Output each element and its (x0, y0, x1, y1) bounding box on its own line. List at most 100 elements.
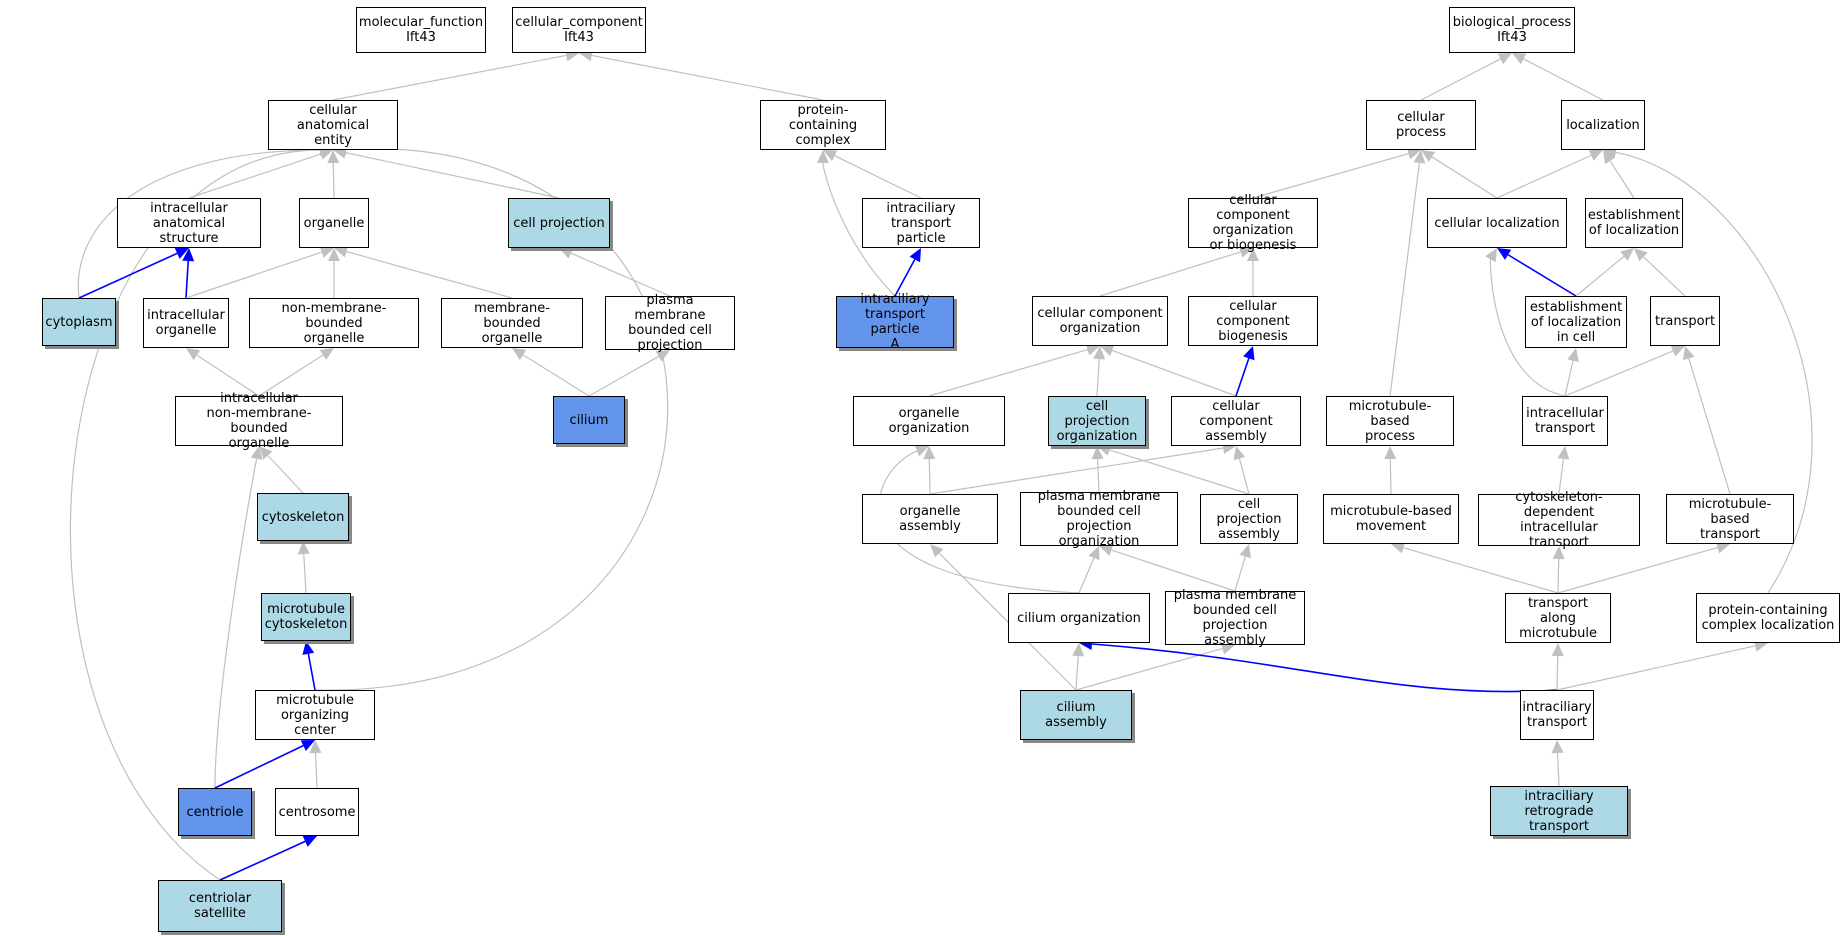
node-intraciliary-transport-particle-a[interactable]: intraciliary transport particle A (836, 292, 954, 352)
node-cell-projection-assembly[interactable]: cell projection assembly (1200, 494, 1298, 544)
arrowhead-tam-to-mtbm (1391, 541, 1406, 554)
arrowhead-cco-to-ccob (1238, 246, 1253, 258)
node-cellular-anatomical-entity[interactable]: cellular anatomical entity (268, 100, 398, 150)
edge-cytoskel-to-inmbo (267, 455, 304, 494)
node-non-membrane-bounded-organelle[interactable]: non-membrane-bounded organelle (249, 298, 419, 348)
node-intracellular-anatomical-structure[interactable]: intracellular anatomical structure (117, 198, 261, 248)
node-membrane-bounded-organelle[interactable]: membrane-bounded organelle (441, 298, 583, 348)
node-organelle[interactable]: organelle (299, 198, 369, 248)
arrowhead-pmbcpo-to-cporg (1091, 446, 1104, 460)
node-protein-containing-complex-localization[interactable]: protein-containing complex localization (1696, 593, 1840, 643)
edge-mtoc-to-mtcyto (307, 653, 316, 691)
node-cilium-assembly[interactable]: cilium assembly (1020, 690, 1132, 740)
arrowhead-transport-to-estloc (1634, 248, 1648, 262)
node-microtubule-cytoskeleton[interactable]: microtubule cytoskeleton (261, 593, 351, 641)
arrowhead-cca-to-cco (1100, 344, 1115, 357)
edge-pmbcpa-to-cpa (1234, 556, 1246, 592)
node-cytoskeleton-dependent-intracellular-transport[interactable]: cytoskeleton-dependent intracellular tra… (1478, 490, 1640, 550)
arrowhead-cpa-to-cca (1233, 446, 1246, 461)
edge-itpa-to-itp (894, 259, 916, 297)
node-molecular-function[interactable]: molecular_function Ift43 (356, 7, 486, 53)
edge-censat-to-cae (69, 149, 321, 881)
node-intraciliary-transport-particle[interactable]: intraciliary transport particle (862, 198, 980, 248)
node-microtubule-based-process[interactable]: microtubule-based process (1326, 396, 1454, 446)
node-transport-along-microtubule[interactable]: transport along microtubule (1505, 593, 1611, 643)
edge-inmbo-to-intorg (196, 354, 260, 397)
edge-pmbcpa-to-pmbcpo (1111, 549, 1236, 592)
edge-local-to-bp_root (1523, 58, 1604, 101)
node-cellular-component-biogenesis[interactable]: cellular component biogenesis (1188, 296, 1318, 346)
arrowhead-pmbcp-to-cellproj (559, 247, 574, 259)
node-cell-projection-organization[interactable]: cell projection organization (1048, 396, 1146, 446)
node-plasma-membrane-bounded-cell-projection-organization[interactable]: plasma membrane bounded cell projection … (1020, 489, 1178, 549)
arrowhead-cilorg-to-orgorg (914, 445, 929, 457)
arrowhead-centrosome-to-mtoc (309, 740, 322, 754)
arrowhead-cilasm-to-orgasm (930, 544, 944, 558)
node-cellular-localization[interactable]: cellular localization (1427, 198, 1567, 248)
node-localization[interactable]: localization (1561, 100, 1645, 150)
arrowhead-estloc-to-local (1603, 150, 1616, 165)
node-centriole[interactable]: centriole (178, 788, 252, 836)
edge-mtcyto-to-cytoskel (303, 553, 307, 594)
edge-cytoplasm-to-cae (77, 149, 321, 299)
edge-transport-to-estloc (1643, 256, 1686, 297)
arrowhead-cilium-to-pmbcp (655, 350, 670, 362)
node-intracellular-transport[interactable]: intracellular transport (1522, 396, 1608, 446)
arrowhead-cilasm-to-cilorg (1072, 643, 1085, 657)
node-plasma-membrane-bounded-cell-projection[interactable]: plasma membrane bounded cell projection (605, 293, 735, 353)
node-centrosome[interactable]: centrosome (275, 788, 359, 836)
node-establishment-of-localization-in-cell[interactable]: establishment of localization in cell (1525, 296, 1627, 348)
arrowhead-mtbp-to-cellproc (1413, 150, 1426, 164)
edge-cellproc-to-bp_root (1420, 58, 1501, 101)
arrowhead-estlocc-to-estloc (1620, 248, 1634, 261)
edge-cpa-to-cporg (1109, 449, 1250, 495)
node-intracellular-non-membrane-bounded-organelle[interactable]: intracellular non-membrane-bounded organ… (175, 391, 343, 451)
edge-itpa-to-pcc (822, 162, 896, 297)
arrowhead-ccb-to-ccob (1247, 248, 1259, 261)
arrowhead-mbo-to-organelle (334, 245, 349, 258)
node-intracellular-organelle[interactable]: intracellular organelle (143, 298, 229, 348)
node-intraciliary-transport[interactable]: intraciliary transport (1520, 690, 1594, 740)
node-plasma-membrane-bounded-cell-projection-assembly[interactable]: plasma membrane bounded cell projection … (1165, 588, 1305, 648)
edge-estlocc-to-estloc (1575, 255, 1625, 297)
node-cytoplasm[interactable]: cytoplasm (42, 298, 116, 346)
arrowhead-tam-to-cdit (1552, 546, 1565, 560)
edge-estloc-to-local (1609, 160, 1635, 199)
node-cell-projection[interactable]: cell projection (508, 198, 610, 248)
edge-cellproj-to-cae (345, 152, 560, 199)
node-transport[interactable]: transport (1650, 296, 1720, 346)
node-cytoskeleton[interactable]: cytoskeleton (257, 493, 349, 541)
node-organelle-assembly[interactable]: organelle assembly (862, 494, 998, 544)
arrowhead-nmbo-to-organelle (328, 248, 340, 261)
edge-cilorg-to-pmbcpo (1078, 557, 1095, 594)
arrowhead-pmbcpa-to-pmbcpo (1099, 544, 1114, 556)
arrowhead-centriole-to-mtoc (300, 740, 315, 752)
node-establishment-of-localization[interactable]: establishment of localization (1585, 198, 1683, 248)
arrowhead-mtoc-to-mtcyto (302, 641, 315, 655)
edge-cpa-to-cca (1238, 458, 1250, 495)
node-microtubule-based-transport[interactable]: microtubule-based transport (1666, 494, 1794, 544)
arrowhead-cytoplasm-to-ias (174, 247, 189, 259)
node-microtubule-organizing-center[interactable]: microtubule organizing center (255, 690, 375, 740)
node-centriolar-satellite[interactable]: centriolar satellite (158, 880, 282, 932)
arrowhead-orgorg-to-cco (1085, 343, 1100, 356)
node-cellular-component[interactable]: cellular_component Ift43 (512, 7, 646, 53)
edge-organelle-to-cae (332, 162, 335, 199)
node-intraciliary-retrograde-transport[interactable]: intraciliary retrograde transport (1490, 786, 1628, 836)
node-cellular-process[interactable]: cellular process (1366, 100, 1476, 150)
arrowhead-inmbo-to-nmbo (319, 348, 334, 361)
node-cellular-component-organization[interactable]: cellular component organization (1032, 296, 1168, 346)
node-cilium-organization[interactable]: cilium organization (1008, 593, 1150, 643)
arrowhead-local-to-bp_root (1512, 53, 1527, 65)
node-cilium[interactable]: cilium (553, 396, 625, 444)
node-protein-containing-complex[interactable]: protein-containing complex (760, 100, 886, 150)
node-cellular-component-assembly[interactable]: cellular component assembly (1171, 396, 1301, 446)
node-biological-process[interactable]: biological_process Ift43 (1449, 7, 1575, 53)
node-cellular-component-organization-or-biogenesis[interactable]: cellular component organization or bioge… (1188, 193, 1318, 253)
node-microtubule-based-movement[interactable]: microtubule-based movement (1323, 494, 1459, 544)
arrowhead-itpa-to-itp (909, 248, 921, 263)
node-organelle-organization[interactable]: organelle organization (853, 396, 1005, 446)
arrowhead-cilium-to-mbo (512, 348, 527, 360)
arrowhead-itpa-to-pcc (817, 150, 829, 163)
